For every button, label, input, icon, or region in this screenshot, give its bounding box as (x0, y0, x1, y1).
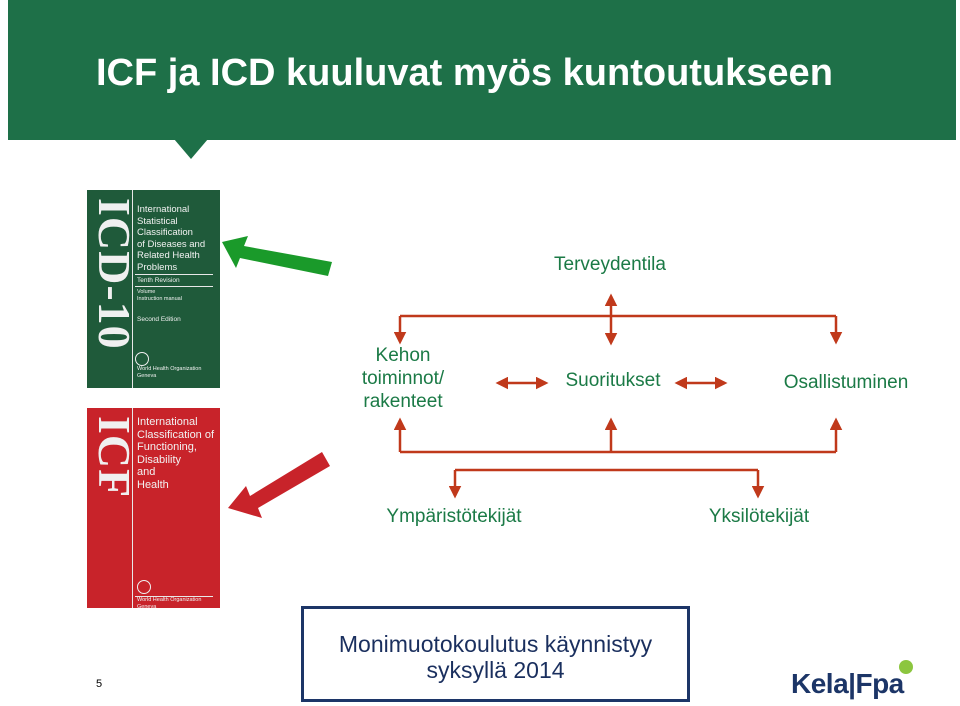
title-bar-pointer (174, 139, 208, 159)
announcement-box: Monimuotokoulutus käynnistyy syksyllä 20… (301, 606, 690, 702)
who-emblem-icon (135, 352, 149, 366)
icd-spine-divider (132, 190, 133, 388)
title-bar (8, 0, 956, 140)
announcement-line-1: Monimuotokoulutus käynnistyy (338, 631, 653, 657)
icf-publisher: World Health Organization Geneva (137, 597, 202, 608)
personal-factors-label: Yksilötekijät (708, 506, 810, 527)
icd-pointer-arrow-icon (222, 236, 332, 276)
kela-fpa-logo: Kela|Fpa (791, 660, 921, 704)
icd-rule-2 (135, 286, 213, 287)
logo-text: Kela|Fpa (791, 668, 904, 699)
icf-pointer-arrow-icon (228, 452, 330, 518)
announcement-line-2: syksyllä 2014 (426, 657, 565, 683)
icd-edition: Second Edition (137, 316, 181, 323)
who-emblem-icon (137, 580, 151, 594)
icf-cover-title: International Classification of Function… (137, 416, 215, 491)
page-number: 5 (96, 678, 103, 690)
health-condition-label: Terveydentila (554, 254, 666, 275)
icf-spine-divider (132, 408, 133, 608)
icd-publisher: World Health Organization Geneva (137, 366, 202, 379)
participation-label: Osallistuminen (783, 372, 909, 393)
slide-title: ICF ja ICD kuuluvat myös kuntoutukseen (96, 52, 833, 94)
icd-cover-title: International Statistical Classification… (137, 204, 206, 273)
icd-10-book-cover: ICD-10 International Statistical Classif… (87, 190, 220, 388)
icf-rule (135, 596, 213, 597)
icd-volume: Volume Instruction manual (137, 289, 182, 302)
logo-badge-icon (899, 660, 913, 674)
activities-label: Suoritukset (565, 370, 661, 391)
icd-revision: Tenth Revision (137, 277, 180, 284)
icd-rule (135, 274, 213, 275)
body-functions-label: Kehon toiminnot/ rakenteet (361, 345, 445, 412)
environmental-factors-label: Ympäristötekijät (386, 506, 522, 527)
icf-book-cover: ICF International Classification of Func… (87, 408, 220, 608)
